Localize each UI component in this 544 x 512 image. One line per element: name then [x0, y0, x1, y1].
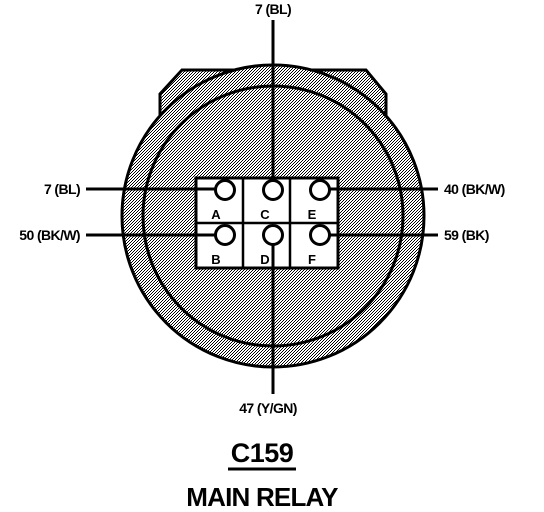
pins: [214, 179, 331, 246]
pin-b-socket: [214, 224, 236, 246]
connector-name: MAIN RELAY: [186, 482, 338, 512]
pin-label-f: F: [308, 252, 316, 267]
pin-label-b: B: [211, 252, 220, 267]
pin-d-socket: [262, 224, 284, 246]
pin-e-socket: [309, 179, 331, 201]
pin-label-c: C: [260, 207, 270, 222]
pin-label-d: D: [260, 252, 269, 267]
wire-label-top: 7 (BL): [255, 1, 291, 17]
connector-id: C159: [231, 438, 294, 468]
wire-label-left-upper: 7 (BL): [44, 181, 80, 197]
pin-label-a: A: [211, 207, 221, 222]
wire-label-right-upper: 40 (BK/W): [444, 181, 505, 197]
pin-c-socket: [262, 179, 284, 201]
wire-label-right-lower: 59 (BK): [444, 227, 489, 243]
wire-label-bottom: 47 (Y/GN): [239, 400, 297, 416]
pin-f-socket: [309, 224, 331, 246]
pin-a-socket: [214, 179, 236, 201]
wire-label-left-lower: 50 (BK/W): [19, 227, 80, 243]
wires: [86, 20, 438, 394]
pin-label-e: E: [308, 207, 317, 222]
